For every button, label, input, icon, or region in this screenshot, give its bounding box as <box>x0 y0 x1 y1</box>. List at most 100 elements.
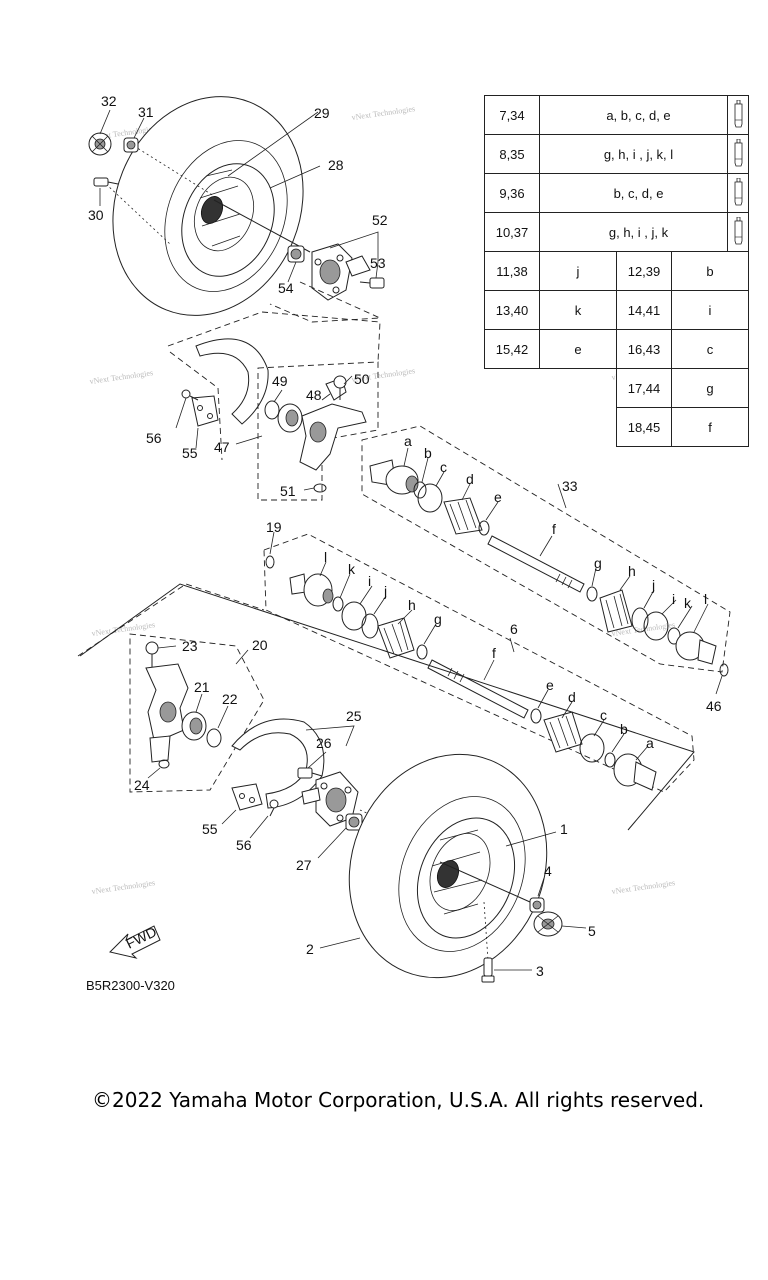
table-cell: 15,42 <box>484 329 540 369</box>
cv-boot-d-lower <box>543 711 583 753</box>
callout: 55 <box>202 821 218 837</box>
table-cell: 18,45 <box>616 407 672 447</box>
callout: 31 <box>138 104 154 120</box>
bolt-26 <box>297 767 323 779</box>
callout-letter: b <box>620 721 628 737</box>
table-cell: c <box>671 329 749 369</box>
callout-letter: f <box>552 521 556 537</box>
callout: 23 <box>182 638 198 654</box>
callout: 2 <box>306 941 314 957</box>
callout: 49 <box>272 373 288 389</box>
callout-letter: k <box>684 595 692 611</box>
callout-letter: a <box>646 735 654 751</box>
callout: 3 <box>536 963 544 979</box>
grease-tube-icon <box>727 173 749 213</box>
callout: 48 <box>306 387 322 403</box>
callout: 28 <box>328 157 344 173</box>
callout-letter: c <box>440 459 447 475</box>
nut-27 <box>345 813 363 831</box>
callout: 53 <box>370 255 386 271</box>
grease-tube-icon <box>727 134 749 174</box>
callout: 30 <box>88 207 104 223</box>
callout-letter: d <box>466 471 474 487</box>
callout-letter: l <box>324 549 327 565</box>
nut-31 <box>123 137 139 153</box>
table-cell: j <box>539 251 617 291</box>
callout-letter: b <box>424 445 432 461</box>
nut-54 <box>287 245 305 263</box>
bolt-56-lower <box>269 799 279 817</box>
watermark: vNext Technologies <box>89 368 154 386</box>
table-cell: b <box>671 251 749 291</box>
table-cell: g <box>671 368 749 408</box>
circlip-22 <box>206 728 222 748</box>
lower-wheel-assembly <box>79 583 695 983</box>
cv-joint-a-upper <box>369 459 419 495</box>
hub-nut-32 <box>88 132 112 156</box>
callout: 26 <box>316 735 332 751</box>
table-cell: 11,38 <box>484 251 540 291</box>
callout-letter: i <box>368 573 371 589</box>
upper-knuckle-group <box>167 311 381 501</box>
callout: 20 <box>252 637 268 653</box>
cv-boot-h-lower <box>377 617 415 659</box>
drive-shaft-6 <box>263 531 695 793</box>
table-cell: 14,41 <box>616 290 672 330</box>
table-row: 7,34 a, b, c, d, e <box>484 95 749 135</box>
callout: 52 <box>372 212 388 228</box>
callout: 6 <box>510 621 518 637</box>
table-cell: 7,34 <box>484 95 540 135</box>
nut-4 <box>529 897 545 913</box>
lower-knuckle-group <box>77 583 325 839</box>
callout-letter: g <box>594 555 602 571</box>
callout-letter: j <box>383 583 387 599</box>
table-row: 13,40 k 14,41 i <box>484 290 749 330</box>
callout: 1 <box>560 821 568 837</box>
callout-letter: h <box>408 597 416 613</box>
brake-disc-upper <box>191 338 269 427</box>
watermark: vNext Technologies <box>91 878 156 896</box>
table-row: 18,45 f <box>485 407 749 447</box>
table-cell: 13,40 <box>484 290 540 330</box>
callout: 51 <box>280 483 296 499</box>
callout-letter: l <box>704 591 707 607</box>
callout: 47 <box>214 439 230 455</box>
cv-boot-d-upper <box>443 497 483 535</box>
table-cell: 17,44 <box>616 368 672 408</box>
watermark: vNext Technologies <box>91 620 156 638</box>
bolt-53 <box>359 277 385 289</box>
hub-lower <box>301 771 359 827</box>
callout: 33 <box>562 478 578 494</box>
hub-nut-5 <box>533 911 563 937</box>
callout: 21 <box>194 679 210 695</box>
table-cell: e <box>539 329 617 369</box>
clip-24 <box>158 759 170 769</box>
brake-disc-lower <box>231 718 325 811</box>
table-cell: 16,43 <box>616 329 672 369</box>
cv-boot-h-upper <box>599 589 633 633</box>
callout: 22 <box>222 691 238 707</box>
table-cell: 10,37 <box>484 212 540 252</box>
table-row: 11,38 j 12,39 b <box>484 251 749 291</box>
table-cell: k <box>539 290 617 330</box>
callout: 55 <box>182 445 198 461</box>
cv-joint-a-lower <box>613 753 657 791</box>
bearing-21 <box>181 711 207 741</box>
hub-assembly-25 <box>297 725 441 859</box>
callout: 56 <box>146 430 162 446</box>
callout: 27 <box>296 857 312 873</box>
upper-wheel-assembly <box>88 96 385 323</box>
cv-joint-l-lower <box>289 573 334 607</box>
table-cell: f <box>671 407 749 447</box>
callout: 19 <box>266 519 282 535</box>
exploded-parts-diagram: vNext Technologies vNext Technologies vN… <box>77 93 731 993</box>
bolt-30 <box>93 177 119 187</box>
clip-51 <box>313 483 327 493</box>
callout: 56 <box>236 837 252 853</box>
axle-shaft-f-lower <box>427 659 529 719</box>
ring-46 <box>719 663 729 677</box>
callout-letter: a <box>404 433 412 449</box>
table-row: 17,44 g <box>485 368 749 408</box>
valve-stem-3 <box>481 957 495 983</box>
callout-letter: j <box>651 577 655 593</box>
